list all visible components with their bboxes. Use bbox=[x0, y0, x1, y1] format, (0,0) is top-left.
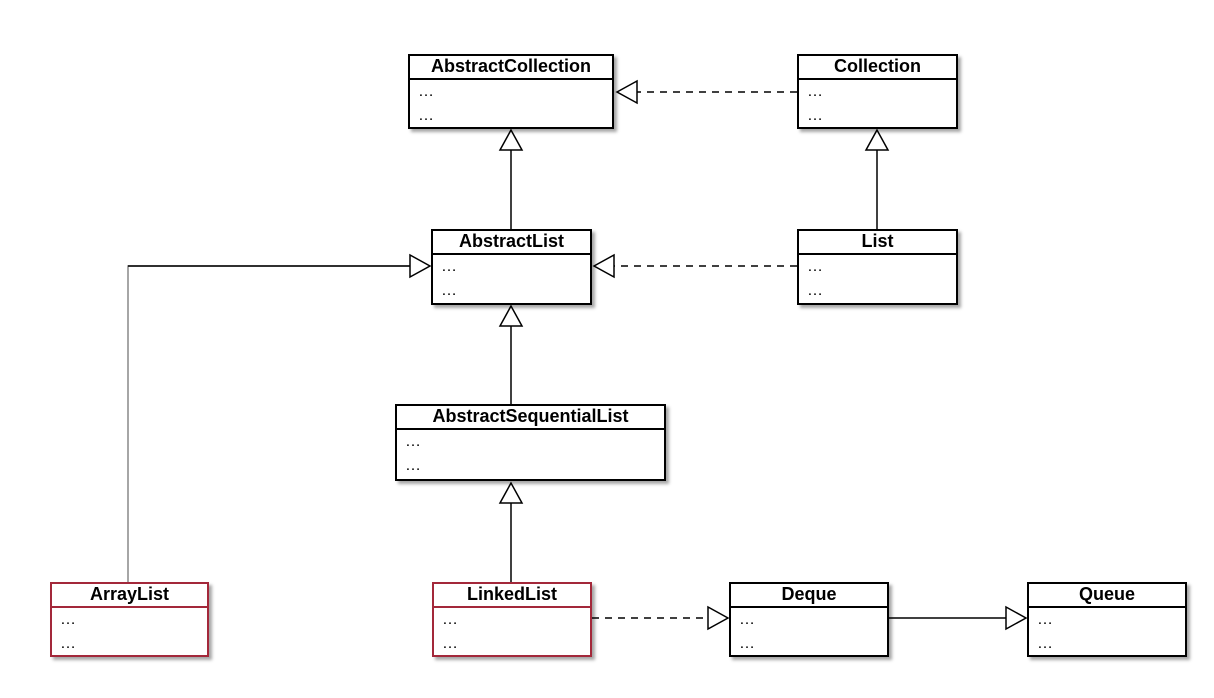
class-member: … bbox=[60, 611, 76, 628]
linkedlist-to-deque-arrowhead bbox=[707, 605, 730, 631]
class-member: … bbox=[442, 611, 458, 628]
abstractcollection-to-collection-arrowhead bbox=[615, 79, 638, 105]
abstractlist-to-abstractcollection-arrowhead bbox=[498, 128, 524, 151]
class-name: AbstractCollection bbox=[410, 56, 612, 80]
class-name: Collection bbox=[799, 56, 956, 80]
class-name: Deque bbox=[731, 584, 887, 608]
class-member: … bbox=[807, 282, 823, 299]
class-collection[interactable]: Collection … … bbox=[797, 54, 958, 129]
class-member: … bbox=[405, 457, 421, 474]
class-name: Queue bbox=[1029, 584, 1185, 608]
class-member: … bbox=[1037, 635, 1053, 652]
arraylist-to-abstractlist-line bbox=[127, 265, 410, 582]
class-member: … bbox=[60, 635, 76, 652]
class-name: AbstractSequentialList bbox=[397, 406, 664, 430]
class-member: … bbox=[739, 611, 755, 628]
class-member: … bbox=[739, 635, 755, 652]
class-member: … bbox=[1037, 611, 1053, 628]
class-linked-list[interactable]: LinkedList … … bbox=[432, 582, 592, 657]
class-queue[interactable]: Queue … … bbox=[1027, 582, 1187, 657]
class-member: … bbox=[441, 258, 457, 275]
abstractsequentiallist-to-abstractlist-arrowhead bbox=[498, 304, 524, 327]
class-abstract-collection[interactable]: AbstractCollection … … bbox=[408, 54, 614, 129]
class-name: AbstractList bbox=[433, 231, 590, 255]
class-member: … bbox=[807, 107, 823, 124]
arraylist-to-abstractlist-arrowhead bbox=[409, 253, 432, 279]
class-member: … bbox=[405, 433, 421, 450]
class-member: … bbox=[807, 83, 823, 100]
class-abstract-list[interactable]: AbstractList … … bbox=[431, 229, 592, 305]
class-member: … bbox=[807, 258, 823, 275]
class-list[interactable]: List … … bbox=[797, 229, 958, 305]
class-member: … bbox=[418, 107, 434, 124]
class-deque[interactable]: Deque … … bbox=[729, 582, 889, 657]
linkedlist-to-abstractsequentiallist-arrowhead bbox=[498, 481, 524, 504]
class-name: List bbox=[799, 231, 956, 255]
abstractlist-to-list-arrowhead bbox=[592, 253, 615, 279]
class-member: … bbox=[442, 635, 458, 652]
class-name: LinkedList bbox=[434, 584, 590, 608]
class-name: ArrayList bbox=[52, 584, 207, 608]
class-array-list[interactable]: ArrayList … … bbox=[50, 582, 209, 657]
class-abstract-sequential-list[interactable]: AbstractSequentialList … … bbox=[395, 404, 666, 481]
class-member: … bbox=[441, 282, 457, 299]
list-to-collection-arrowhead bbox=[864, 128, 890, 151]
deque-to-queue-arrowhead bbox=[1005, 605, 1028, 631]
class-member: … bbox=[418, 83, 434, 100]
